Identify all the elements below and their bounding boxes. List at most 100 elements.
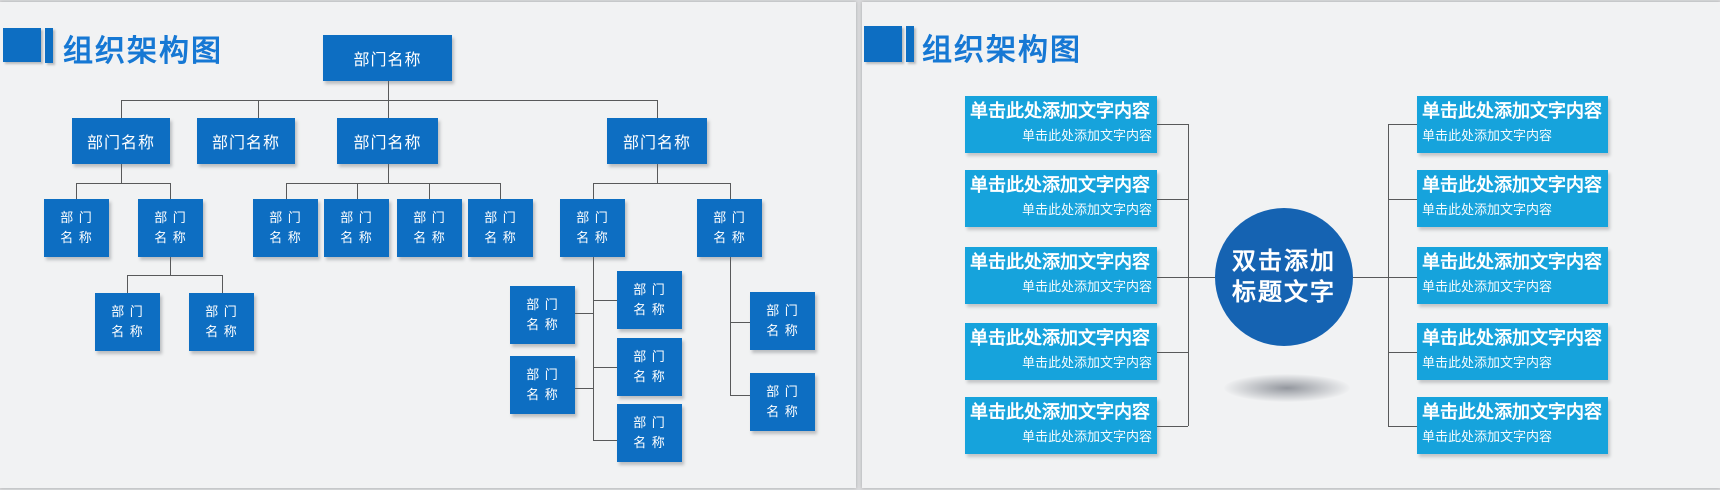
connector-line [286,183,500,184]
connector-line [1157,124,1188,125]
org-node-text-line: 名 称 [576,230,609,245]
org-node-text-line: 部 门 [633,415,666,430]
mindmap-item-title: 单击此处添加文字内容 [1422,402,1602,422]
mindmap-item[interactable]: 单击此处添加文字内容单击此处添加文字内容 [965,96,1157,153]
org-node-department[interactable]: 部 门名 称 [560,199,625,257]
mindmap-item[interactable]: 单击此处添加文字内容单击此处添加文字内容 [1417,323,1608,380]
connector-line [1157,352,1188,353]
mindmap-item[interactable]: 单击此处添加文字内容单击此处添加文字内容 [965,323,1157,380]
connector-line [1157,426,1188,427]
mindmap-item[interactable]: 单击此处添加文字内容单击此处添加文字内容 [965,247,1157,304]
org-node-department[interactable]: 部 门名 称 [95,293,160,351]
title-bar-icon [906,26,914,62]
title-bar-icon [45,28,53,63]
connector-line [429,183,430,199]
connector-line [76,183,170,184]
connector-line [730,395,750,396]
connector-line [1388,199,1417,200]
org-node-department[interactable]: 部 门名 称 [189,293,254,351]
center-topic-text-line: 双击添加 [1232,248,1336,275]
connector-line [121,164,122,183]
org-node-text-line: 名 称 [526,387,559,402]
org-node-text-line: 名 称 [484,230,517,245]
mindmap-item[interactable]: 单击此处添加文字内容单击此处添加文字内容 [965,397,1157,454]
mindmap-item-title: 单击此处添加文字内容 [970,252,1150,272]
mindmap-item-subtitle: 单击此处添加文字内容 [1021,355,1152,370]
org-node-department[interactable]: 部门名称 [72,118,170,164]
org-node-department[interactable]: 部 门名 称 [324,199,389,257]
org-node-department[interactable]: 部门名称 [323,35,452,81]
connector-line [657,100,658,118]
connector-line [1388,426,1417,427]
connector-line [593,257,594,440]
title-square-icon [3,28,41,62]
org-node-department[interactable]: 部 门名 称 [510,356,575,414]
org-node-text-line: 名 称 [413,230,446,245]
connector-line [657,164,658,183]
title-square-icon [864,26,902,62]
mindmap-item[interactable]: 单击此处添加文字内容单击此处添加文字内容 [1417,247,1608,304]
connector-line [1157,199,1188,200]
org-node-text-line: 名 称 [60,230,93,245]
org-node-department[interactable]: 部 门名 称 [617,338,682,396]
mindmap-item[interactable]: 单击此处添加文字内容单击此处添加文字内容 [965,170,1157,227]
org-node-department[interactable]: 部 门名 称 [750,373,815,431]
org-node-text-line: 部 门 [526,297,559,312]
mindmap-item-subtitle: 单击此处添加文字内容 [1021,279,1152,294]
org-node-text-line: 名 称 [526,317,559,332]
org-node-text-line: 名 称 [713,230,746,245]
org-node-text-line: 部 门 [766,384,799,399]
org-node-department[interactable]: 部 门名 称 [617,404,682,462]
left-slide-title: 组织架构图 [63,35,223,68]
mindmap-item-title: 单击此处添加文字内容 [970,328,1150,348]
center-topic-text-line: 标题文字 [1232,279,1336,306]
mindmap-item[interactable]: 单击此处添加文字内容单击此处添加文字内容 [1417,397,1608,454]
connector-line [730,183,731,199]
org-node-text-line: 名 称 [205,324,238,339]
org-node-text-line: 部 门 [111,304,144,319]
connector-line [593,440,617,441]
org-node-department[interactable]: 部门名称 [337,118,438,164]
org-node-text-line: 部 门 [413,210,446,225]
connector-line [170,257,171,275]
org-node-department[interactable]: 部 门名 称 [617,271,682,329]
center-topic-circle[interactable]: 双击添加 标题文字 [1215,208,1353,346]
org-node-department[interactable]: 部 门名 称 [253,199,318,257]
org-node-department[interactable]: 部 门名 称 [44,199,109,257]
org-node-department[interactable]: 部 门名 称 [697,199,762,257]
org-node-text-line: 部 门 [340,210,373,225]
connector-line [127,275,128,293]
org-node-text-line: 部 门 [766,303,799,318]
mindmap-item-title: 单击此处添加文字内容 [1422,101,1602,121]
org-node-department[interactable]: 部 门名 称 [750,292,815,350]
connector-line [388,81,389,100]
connector-line [730,322,750,323]
connector-line [121,100,122,118]
org-node-text-line: 名 称 [633,302,666,317]
org-node-text-line: 名 称 [154,230,187,245]
mindmap-item[interactable]: 单击此处添加文字内容单击此处添加文字内容 [1417,170,1608,227]
connector-line [76,183,77,199]
right-slide-title: 组织架构图 [922,34,1082,67]
org-node-text-line: 名 称 [340,230,373,245]
org-node-department[interactable]: 部 门名 称 [510,286,575,344]
connector-line [286,183,287,199]
org-node-text-line: 部 门 [526,367,559,382]
mindmap-item-subtitle: 单击此处添加文字内容 [1422,355,1553,370]
org-node-department[interactable]: 部 门名 称 [138,199,203,257]
connector-line [593,367,617,368]
connector-line [127,275,222,276]
org-node-department[interactable]: 部 门名 称 [397,199,462,257]
connector-line [1188,124,1189,426]
org-node-text-line: 部 门 [576,210,609,225]
connector-line [170,183,171,199]
org-node-department[interactable]: 部门名称 [607,118,707,164]
connector-line [730,257,731,395]
mindmap-item-subtitle: 单击此处添加文字内容 [1021,202,1152,217]
org-node-department[interactable]: 部 门名 称 [468,199,533,257]
org-node-text-line: 部 门 [484,210,517,225]
mindmap-item[interactable]: 单击此处添加文字内容单击此处添加文字内容 [1417,96,1608,153]
org-node-department[interactable]: 部门名称 [197,118,295,164]
connector-line [1157,277,1215,278]
